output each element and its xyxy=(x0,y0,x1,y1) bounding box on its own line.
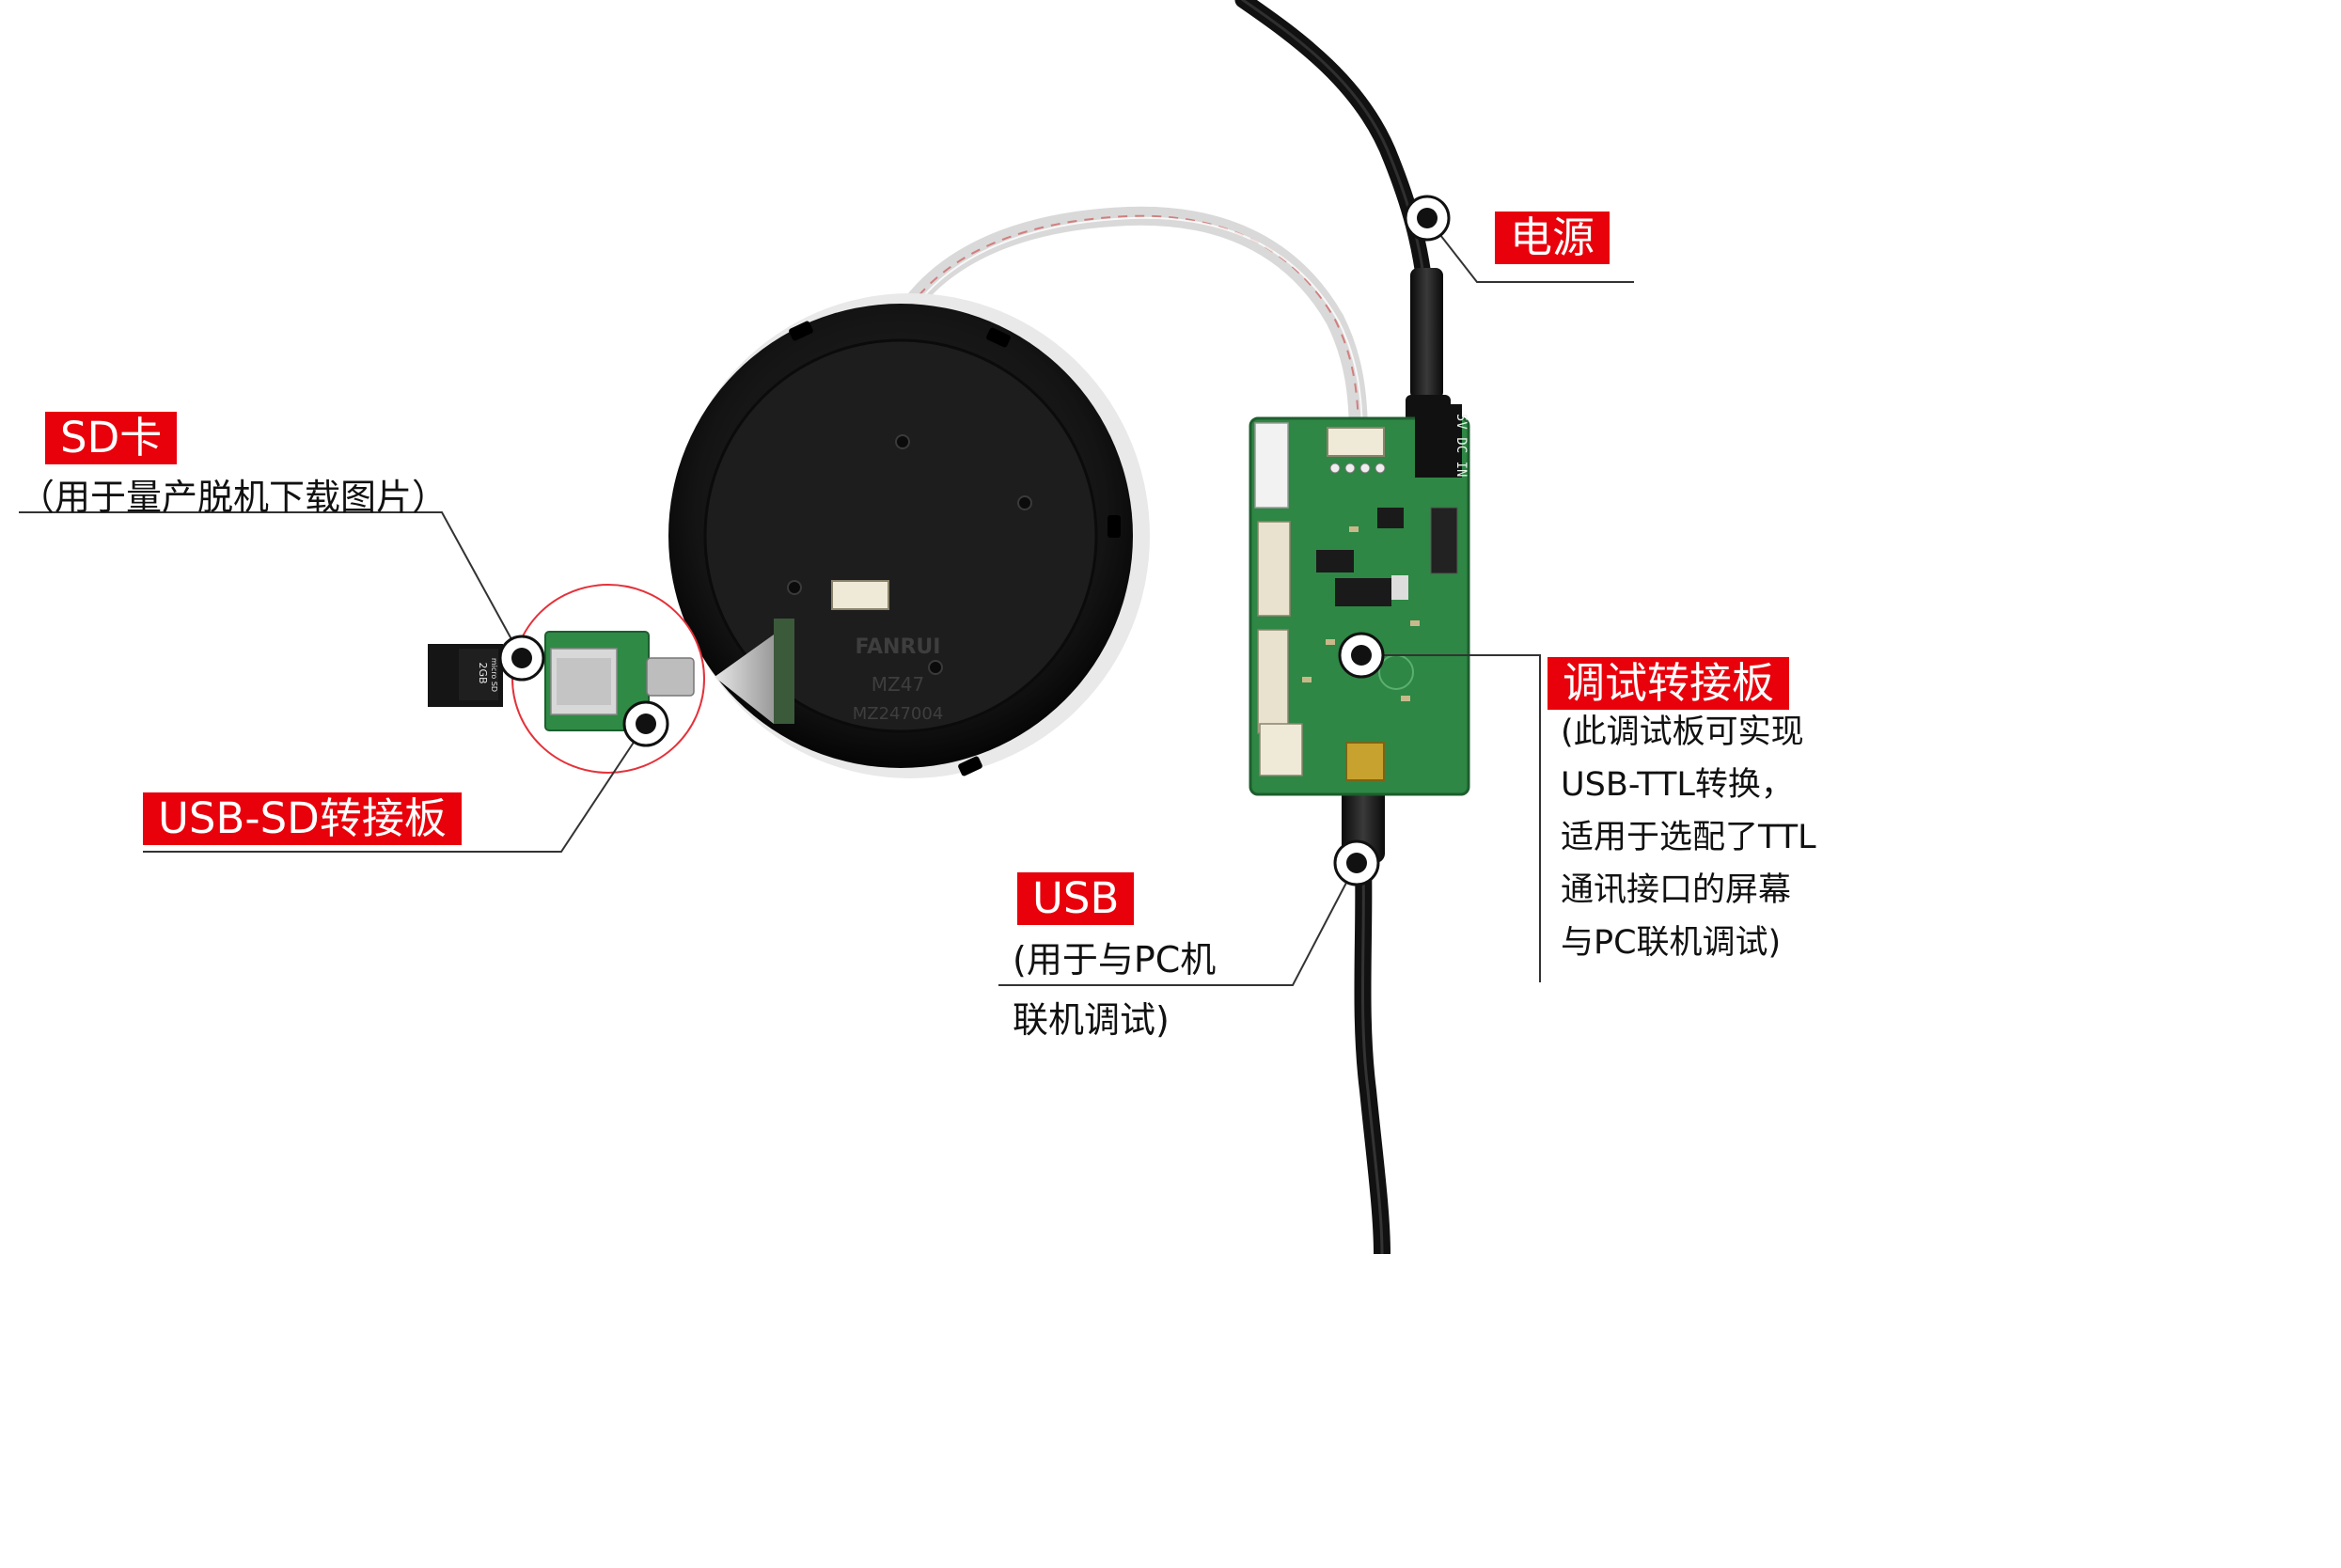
usb-cable xyxy=(1342,757,1390,1254)
target-marker-icon xyxy=(1338,632,1385,679)
device-model-text: MZ47 xyxy=(872,673,924,696)
leader-lines xyxy=(19,217,1634,986)
debug-transfer-board: 5V DC IN xyxy=(1249,404,1470,796)
usb-sd-adapter xyxy=(511,584,705,774)
target-marker-icon xyxy=(622,700,669,747)
target-marker-icon xyxy=(498,635,545,682)
usb-sd-board-label: USB-SD转接板 xyxy=(143,792,462,845)
sd-capacity-text: 2GB xyxy=(477,662,489,683)
sd-format-text: micro SD xyxy=(490,658,498,692)
pcb-voltage-text: 5V DC IN xyxy=(1453,414,1469,477)
debug-board-leader-line xyxy=(1361,654,1541,982)
target-marker-icon xyxy=(1404,195,1451,242)
debug-board-label: 调试转接板 xyxy=(1548,657,1790,710)
target-marker-icon xyxy=(1333,839,1380,886)
usb-sd-leader-line xyxy=(143,723,647,853)
debug-board-note-3: 适用于选配了TTL xyxy=(1561,819,1816,856)
debug-board-note-4: 通讯接口的屏幕 xyxy=(1561,871,1792,909)
usb-note-1: (用于与PC机 xyxy=(1013,939,1217,980)
power-leader-line xyxy=(1426,217,1634,283)
sd-card-leader-line xyxy=(19,511,523,659)
connection-diagram: 5V DC IN FANRUI MZ47 MZ247004 xyxy=(19,0,1634,1254)
usb-note-2: 联机调试) xyxy=(1013,999,1170,1041)
device-brand-text: FANRUI xyxy=(856,635,941,659)
usb-leader-line xyxy=(998,862,1358,986)
debug-board-note-2: USB-TTL转换， xyxy=(1561,766,1794,804)
sd-card-label: SD卡 xyxy=(45,412,178,464)
usb-label: USB xyxy=(1017,872,1135,925)
device-serial-text: MZ247004 xyxy=(853,704,944,724)
round-display-device: FANRUI MZ47 MZ247004 xyxy=(668,293,1150,778)
micro-sd-card: 2GB micro SD xyxy=(428,644,503,707)
debug-board-note-1: (此调试板可实现 xyxy=(1561,713,1804,751)
power-label: 电源 xyxy=(1495,212,1610,264)
sd-card-note: （用于量产脱机下载图片） xyxy=(19,477,448,518)
debug-board-note-5: 与PC联机调试) xyxy=(1561,924,1782,962)
